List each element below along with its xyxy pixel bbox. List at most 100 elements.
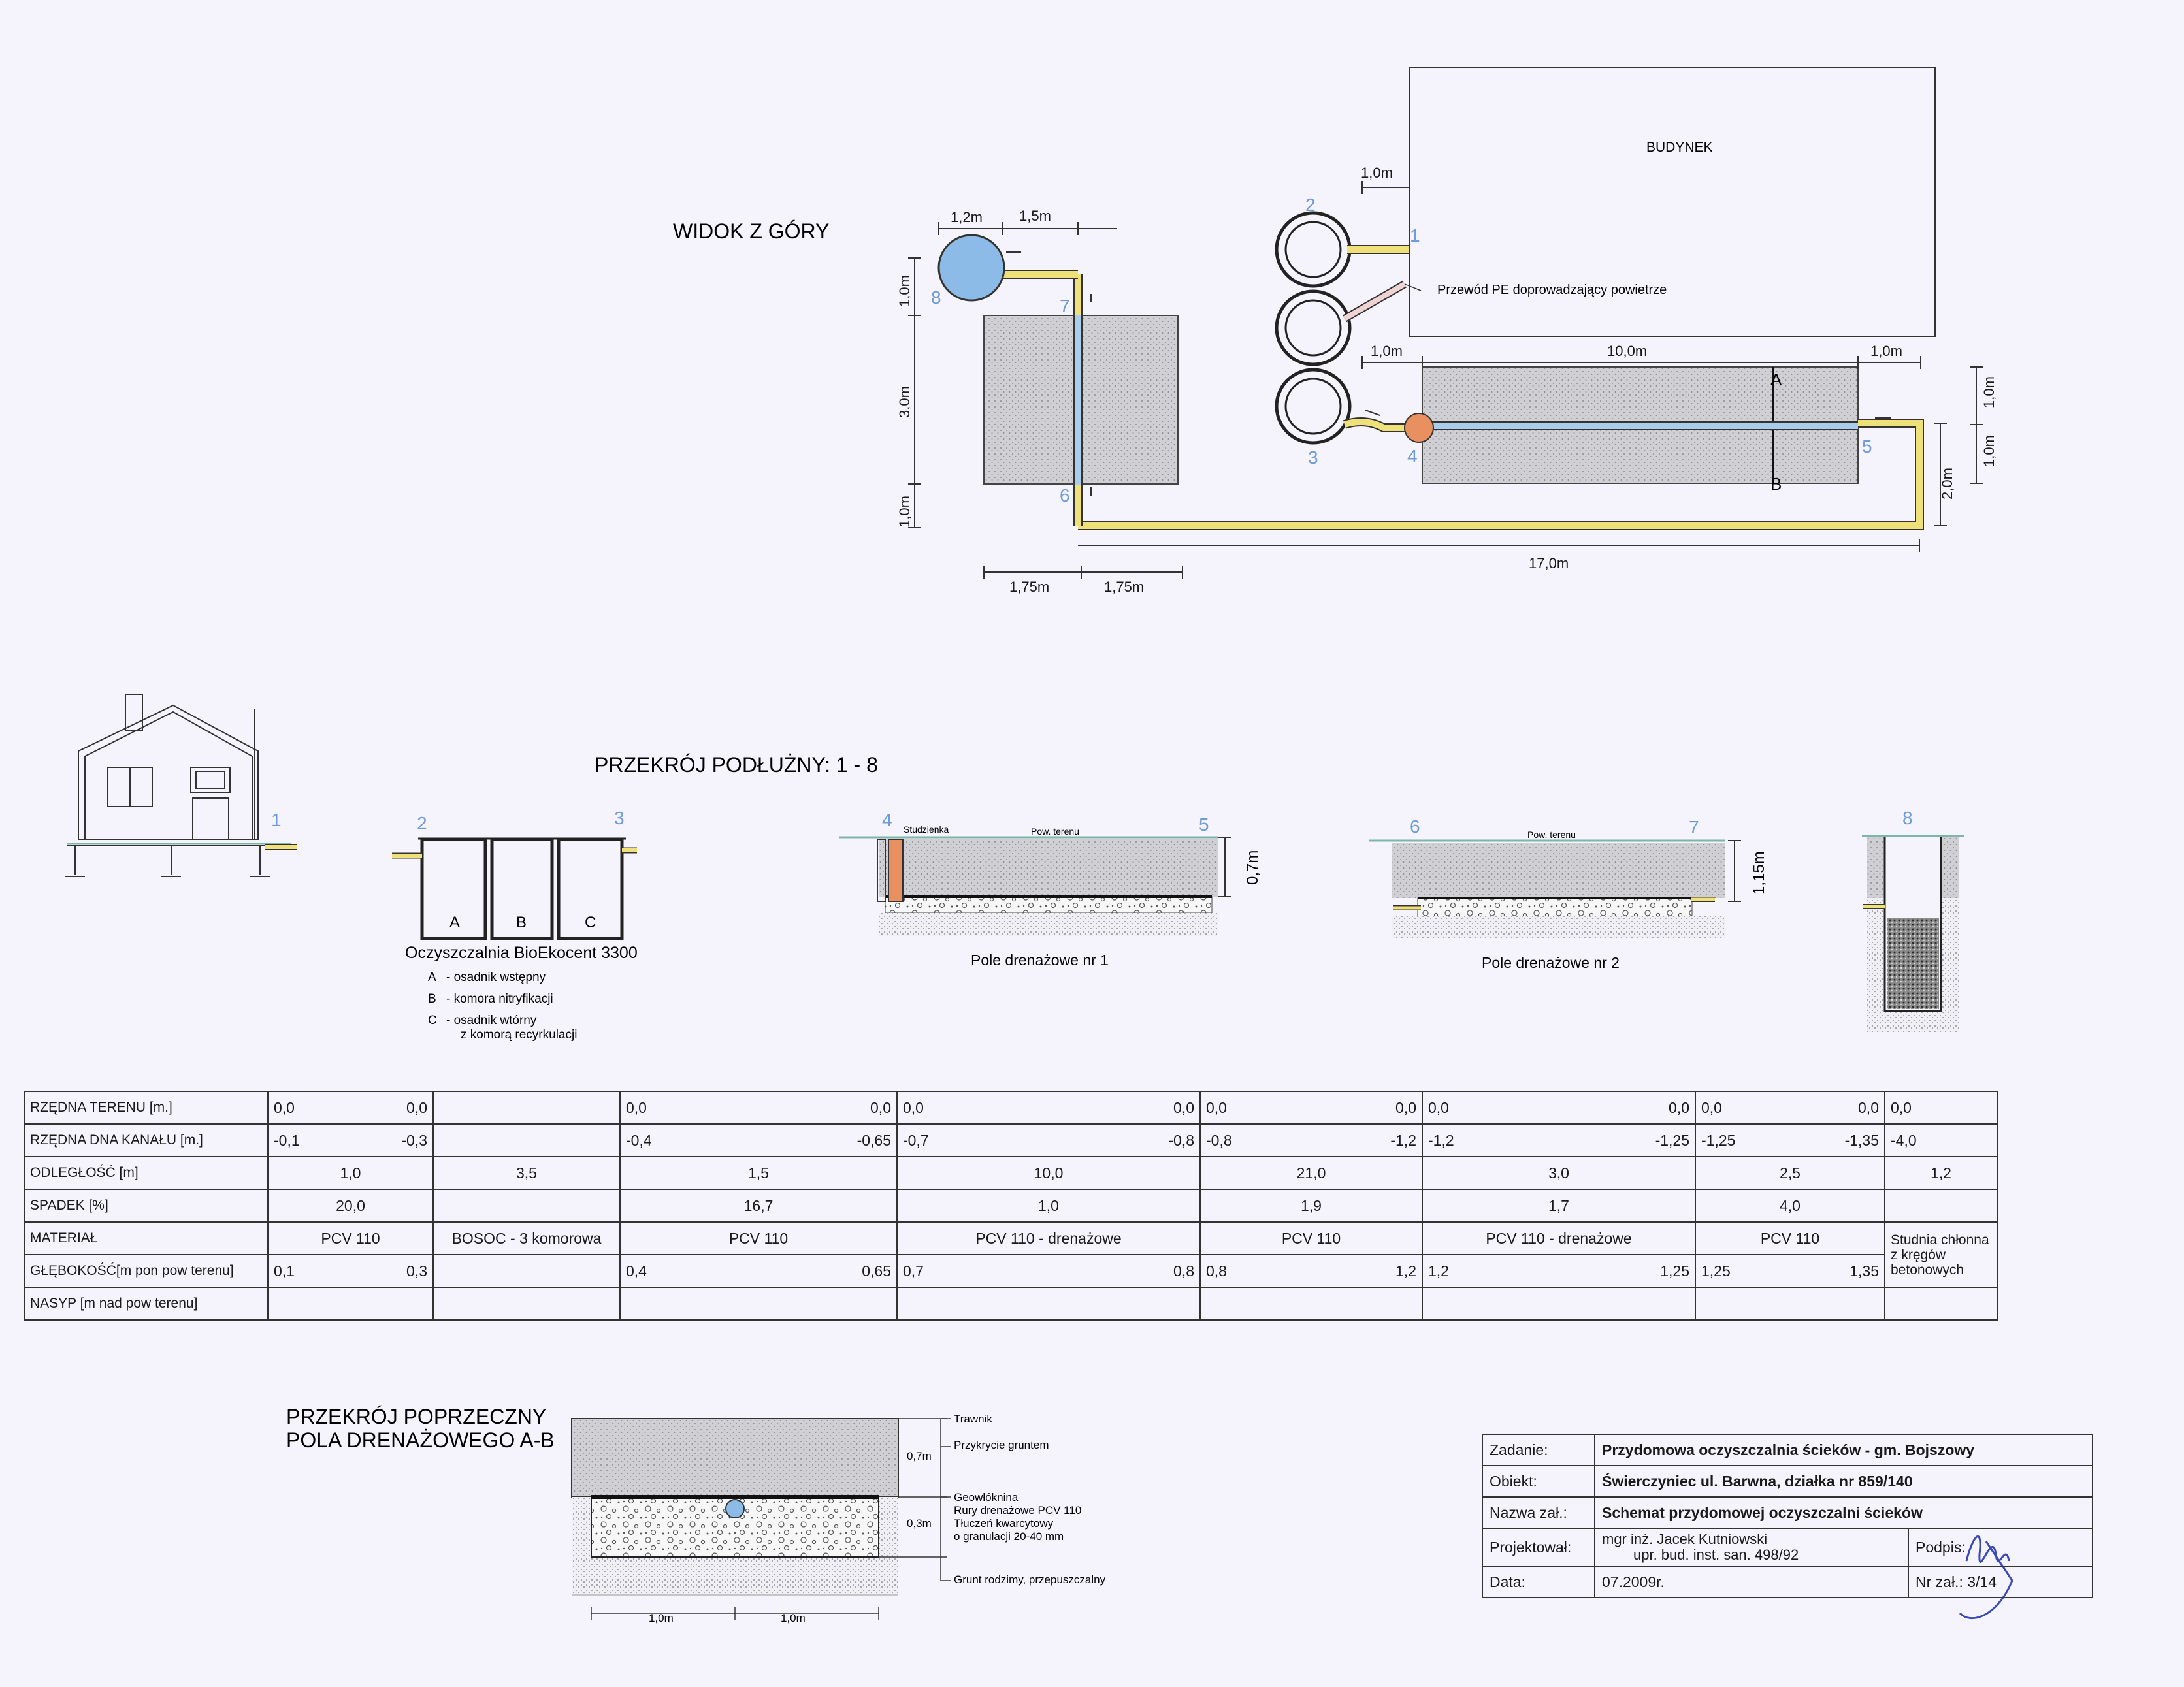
cell: 0,65 — [862, 1262, 891, 1279]
cell: -0,7 — [903, 1131, 929, 1149]
node-4 — [1404, 413, 1434, 443]
long-point-6: 6 — [1410, 816, 1420, 837]
chamber-c: C — [585, 914, 596, 931]
label-material: MATERIAŁ — [24, 1221, 269, 1255]
legend-text-c2: z komorą recyrkulacji — [461, 1028, 577, 1042]
building-label: BUDYNEK — [1646, 140, 1713, 155]
cell: 1,2 — [1428, 1262, 1449, 1279]
cell: PCV 110 — [1695, 1221, 1885, 1255]
cell: -0,65 — [856, 1131, 891, 1149]
cell: 2,5 — [1695, 1156, 1885, 1190]
legend-text-b: - komora nitryfikacji — [446, 992, 553, 1006]
nr-zal-value: 3/14 — [1967, 1573, 1997, 1590]
dim-0-7m-long: 0,7m — [1244, 850, 1262, 885]
layer-granulacja: o granulacji 20-40 mm — [954, 1530, 1064, 1543]
cell: 0,8 — [1206, 1262, 1227, 1279]
dim-3-0m: 3,0m — [896, 386, 913, 418]
longitudinal-title: PRZEKRÓJ PODŁUŻNY: 1 - 8 — [595, 753, 878, 777]
top-point-7: 7 — [1060, 296, 1070, 316]
cell: PCV 110 - drenażowe — [896, 1221, 1201, 1255]
cell: -1,35 — [1844, 1131, 1879, 1149]
cell: -1,2 — [1428, 1131, 1454, 1149]
cell: -0,8 — [1206, 1131, 1232, 1149]
dim-2-0m: 2,0m — [1939, 468, 1955, 500]
drain-pipe-cross — [725, 1499, 745, 1518]
long-point-2: 2 — [417, 813, 427, 833]
layer-rury: Rury drenażowe PCV 110 — [954, 1504, 1081, 1517]
cell: 0,0 — [1858, 1099, 1879, 1116]
long-point-4: 4 — [882, 810, 892, 830]
cell: 1,25 — [1660, 1262, 1689, 1279]
cell: 0,0 — [903, 1099, 924, 1116]
top-view: WIDOK Z GÓRY BUDYNEK Przewód PE doprowad… — [673, 67, 1997, 595]
dim-1-5m: 1,5m — [1019, 208, 1051, 224]
obiekt-value: Świerczyniec ul. Barwna, działka nr 859/… — [1594, 1465, 2093, 1498]
cell-studnia: Studnia chłonna z kręgów betonowych — [1884, 1221, 1998, 1288]
field-2-section — [1369, 839, 1725, 938]
cross-title-1: PRZEKRÓJ POPRZECZNY — [286, 1405, 546, 1428]
cell: 0,0 — [1701, 1099, 1722, 1116]
data-label: Data: — [1482, 1566, 1595, 1598]
absorption-well — [1862, 835, 1964, 1032]
cell: PCV 110 — [1199, 1221, 1423, 1255]
top-point-3: 3 — [1308, 447, 1318, 468]
cell: -1,25 — [1655, 1131, 1689, 1149]
long-point-8: 8 — [1902, 808, 1913, 828]
cell: -1,25 — [1701, 1131, 1736, 1149]
top-point-5: 5 — [1862, 436, 1872, 457]
cross-dim-1-0m-b: 1,0m — [781, 1612, 806, 1624]
cell: 0,0 — [1173, 1099, 1194, 1116]
cell: -0,1 — [274, 1131, 300, 1149]
cell: 10,0 — [896, 1156, 1201, 1190]
dim-1-0m-b: 1,0m — [1870, 343, 1902, 359]
dim-1-0m-right-top: 1,0m — [1981, 376, 1997, 408]
layer-grunt: Grunt rodzimy, przepuszczalny — [954, 1573, 1106, 1586]
studzienka-label: Studzienka — [904, 824, 949, 835]
layer-trawnik: Trawnik — [954, 1413, 992, 1425]
long-point-3: 3 — [614, 808, 625, 828]
dim-1-15m: 1,15m — [1750, 851, 1768, 895]
section-mark-a: A — [1770, 370, 1782, 389]
row-nasyp: NASYP [m nad pow terenu] — [24, 1287, 1998, 1321]
long-point-1: 1 — [271, 810, 282, 830]
cell: -0,3 — [401, 1131, 427, 1149]
top-point-2: 2 — [1305, 195, 1316, 215]
field-1-label: Pole drenażowe nr 1 — [971, 952, 1109, 969]
cross-dim-0-3m: 0,3m — [907, 1517, 932, 1530]
tank-name: Oczyszczalnia BioEkocent 3300 — [405, 944, 638, 962]
zadanie-value: Przydomowa oczyszczalnia ścieków - gm. B… — [1594, 1434, 2093, 1466]
dim-1-2m: 1,2m — [951, 209, 983, 225]
row-spadek: SPADEK [%] 20,0 16,7 1,0 1,9 1,7 4,0 — [24, 1189, 1998, 1223]
title-block: Zadanie: Przydomowa oczyszczalnia ściekó… — [1482, 1434, 2093, 1598]
chamber-a: A — [449, 914, 460, 931]
cell: 1,0 — [896, 1189, 1201, 1223]
cell: 0,1 — [274, 1262, 295, 1279]
legend-text-a: - osadnik wstępny — [446, 971, 546, 984]
cell: PCV 110 - drenażowe — [1422, 1221, 1696, 1255]
cell: 3,5 — [432, 1156, 621, 1190]
field-2-label: Pole drenażowe nr 2 — [1482, 954, 1620, 971]
dim-10-0m: 10,0m — [1607, 343, 1647, 359]
cell: 1,9 — [1199, 1189, 1423, 1223]
section-mark-b: B — [1770, 474, 1782, 494]
dim-1-0m-building: 1,0m — [1361, 165, 1393, 181]
layer-przykrycie: Przykrycie gruntem — [954, 1439, 1049, 1451]
cell: 3,0 — [1422, 1156, 1696, 1190]
row-odleglosc: ODLEGŁOŚĆ [m] 1,0 3,5 1,5 10,0 21,0 3,0 … — [24, 1156, 1998, 1190]
nazwa-label: Nazwa zał.: — [1482, 1496, 1595, 1529]
cross-dim-0-7m: 0,7m — [907, 1450, 932, 1462]
cell: 0,0 — [1395, 1099, 1416, 1116]
layer-geowloknina: Geowłóknina — [954, 1491, 1019, 1503]
top-point-8: 8 — [931, 287, 941, 308]
chamber-b: B — [516, 914, 527, 931]
cell: 1,7 — [1422, 1189, 1696, 1223]
cell — [432, 1189, 621, 1223]
label-rzedna-terenu: RZĘDNA TERENU [m.] — [24, 1091, 269, 1125]
cell: 0,0 — [1428, 1099, 1449, 1116]
studzienka — [888, 839, 904, 902]
cell: 1,0 — [267, 1156, 434, 1190]
house-sketch — [65, 694, 274, 877]
cell: PCV 110 — [267, 1221, 434, 1255]
podpis-label: Podpis: — [1908, 1528, 2093, 1567]
